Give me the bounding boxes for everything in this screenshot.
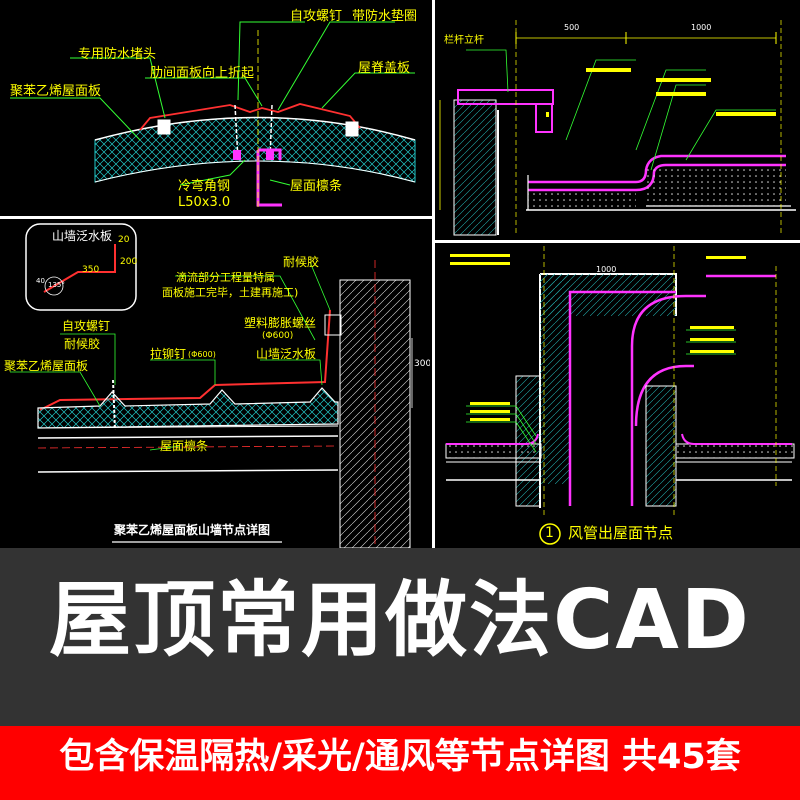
label-self-tapping-screw-2: 自攻螺钉: [62, 319, 111, 333]
dim-20: 20: [118, 235, 130, 245]
gable-detail-drawing: [10, 223, 413, 548]
ridge-detail-drawing: [10, 21, 416, 210]
label-cold-bent-angle: 冷弯角钢: [178, 179, 231, 194]
label-weather-sealant: 耐候胶: [283, 255, 320, 269]
banner-subtitle: 包含保温隔热/采光/通风等节点详图 共45套: [59, 737, 741, 777]
dim-40: 40: [36, 277, 45, 285]
label-roof-purlin-2: 屋面檩条: [160, 439, 209, 453]
parapet-detail-drawing: [439, 20, 796, 236]
label-note-line1: 滴流部分工程量特属: [176, 271, 275, 284]
dim-1000-duct: 1000: [596, 265, 617, 274]
dim-500: 500: [564, 23, 580, 32]
duct-detail-caption: 风管出屋面节点: [568, 524, 674, 542]
dim-135-angle: 135°: [48, 281, 65, 289]
dim-200: 200: [120, 257, 138, 267]
label-eps-roof-panel-2: 聚苯乙烯屋面板: [4, 359, 89, 373]
label-waterproof-washer: 带防水垫圈: [352, 9, 418, 24]
label-anchor-spec: (Φ600): [262, 331, 294, 341]
label-ridge-cap: 屋脊盖板: [358, 61, 411, 76]
label-rivet-spec: (Φ600): [188, 350, 216, 359]
gable-detail-panel: 山墙泛水板 20 350 200 40 135° 耐候胶 滴流部分工程量特属 面…: [0, 220, 430, 548]
dim-350: 350: [82, 265, 100, 275]
banner-title: 屋顶常用做法CAD: [49, 573, 751, 668]
parapet-detail-panel: 栏杆立杆 500 1000: [436, 0, 800, 240]
label-railing-post: 栏杆立杆: [444, 35, 484, 46]
ridge-detail-panel: 专用防水堵头 自攻螺钉 带防水垫圈 肋间面板向上折起 屋脊盖板 聚苯乙烯屋面板 …: [0, 0, 430, 216]
divider-vertical: [432, 0, 435, 548]
duct-detail-panel: 1000 1 风管出屋面节点: [436, 246, 800, 548]
detail-number: 1: [545, 525, 554, 541]
gable-detail-caption: 聚苯乙烯屋面板山墙节点详图: [114, 523, 271, 537]
label-gable-flashing-title: 山墙泛水板: [52, 229, 113, 243]
label-rib-panel-folded: 肋间面板向上折起: [150, 66, 255, 81]
duct-detail-drawing: [445, 246, 795, 545]
divider-horizontal-left: [0, 216, 432, 219]
subtitle-bar: [0, 726, 800, 800]
label-roof-purlin: 屋面檩条: [290, 179, 343, 194]
label-self-tapping-screw: 自攻螺钉: [290, 9, 343, 24]
label-note-line2: 面板施工完毕，土建再施工): [162, 286, 299, 299]
divider-horizontal-right: [435, 240, 800, 243]
dim-1000: 1000: [691, 23, 712, 32]
label-blind-rivet: 拉铆钉: [150, 347, 187, 361]
label-angle-size: L50x3.0: [178, 195, 231, 210]
label-gable-flashing: 山墙泛水板: [256, 347, 317, 361]
dim-300: 300: [414, 359, 430, 369]
label-weather-sealant-2: 耐候胶: [64, 337, 101, 351]
label-waterproof-plug: 专用防水堵头: [78, 47, 157, 62]
label-eps-roof-panel: 聚苯乙烯屋面板: [10, 84, 102, 99]
label-plastic-anchor: 塑料膨胀螺丝: [244, 316, 317, 330]
